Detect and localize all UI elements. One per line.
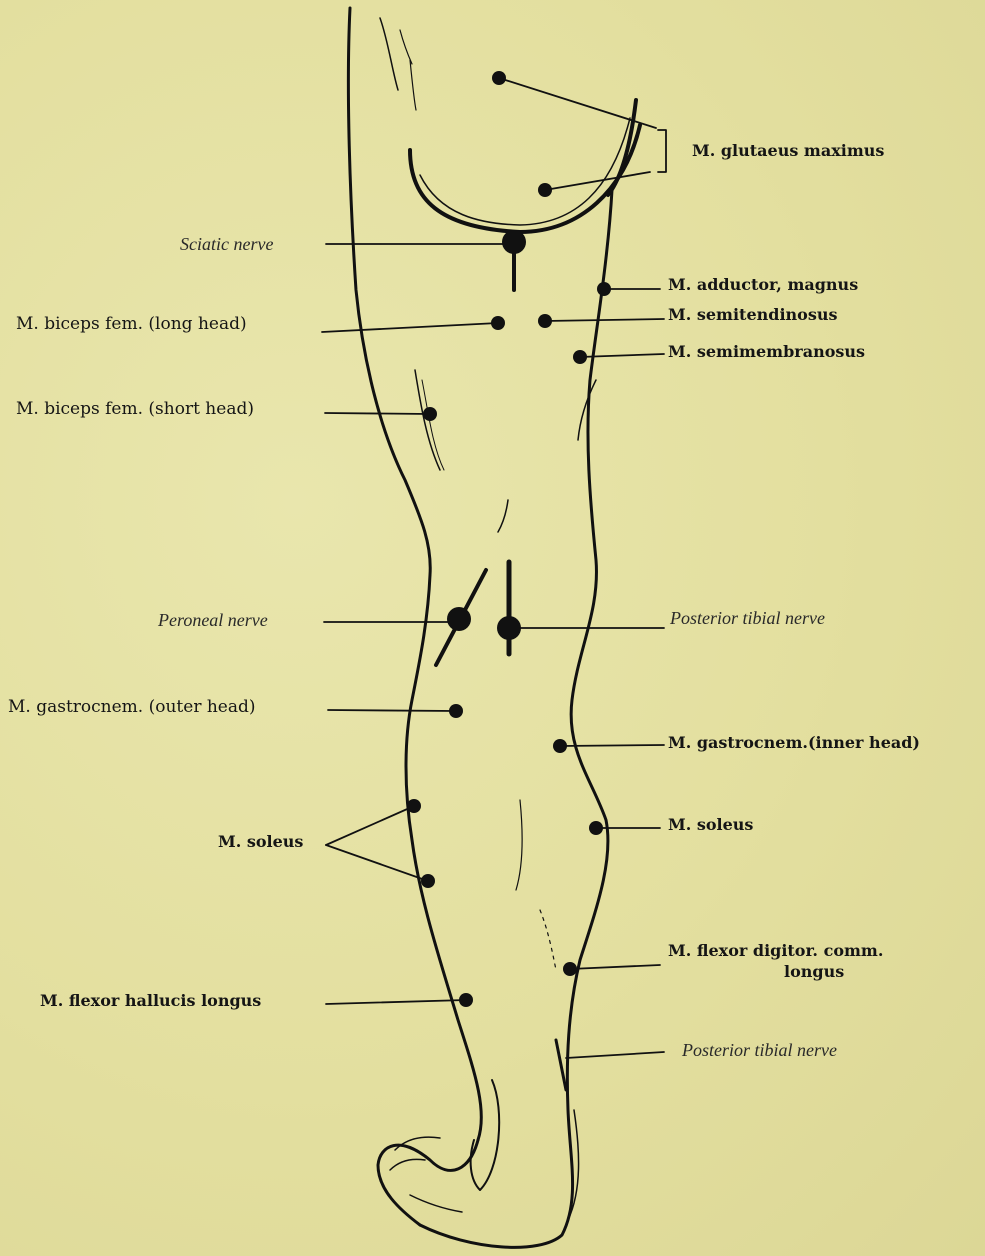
point-semitendinosus: [538, 314, 552, 328]
label-biceps-short-head: M. biceps fem. (short head): [16, 400, 254, 420]
label-biceps-long-head: M. biceps fem. (long head): [16, 315, 247, 335]
label-gastrocnem-inner-head: M. gastrocnem.(inner head): [668, 734, 920, 752]
leader-glutaeus-upper: [499, 78, 656, 128]
label-peroneal-nerve: Peroneal nerve: [158, 610, 268, 631]
leader-soleus-left-a: [326, 806, 414, 845]
leader-glutaeus-lower: [545, 172, 650, 190]
label-posterior-tibial-nerve-lower: Posterior tibial nerve: [682, 1040, 837, 1061]
point-adductor: [597, 282, 611, 296]
point-biceps-long: [491, 316, 505, 330]
label-flexor-digitor-line1: M. flexor digitor. comm.: [668, 942, 883, 960]
label-posterior-tibial-nerve-upper: Posterior tibial nerve: [670, 608, 825, 629]
point-flexor-hallucis: [459, 993, 473, 1007]
leader-gastro-inner: [560, 745, 664, 746]
label-adductor-magnus: M. adductor, magnus: [668, 276, 858, 294]
glutaeus-bracket: [658, 130, 666, 172]
label-glutaeus-maximus: M. glutaeus maximus: [692, 142, 884, 160]
label-sciatic-nerve: Sciatic nerve: [180, 234, 273, 255]
point-post-tibial-upper: [497, 616, 521, 640]
leader-biceps-short: [325, 413, 430, 414]
point-biceps-short: [423, 407, 437, 421]
leader-flexor-digitor: [570, 965, 660, 969]
leader-post-tibial-lower: [566, 1052, 664, 1058]
label-semimembranosus: M. semimembranosus: [668, 343, 865, 361]
point-gastro-outer: [449, 704, 463, 718]
point-gastro-inner: [553, 739, 567, 753]
point-soleus-right: [589, 821, 603, 835]
point-flexor-digitor: [563, 962, 577, 976]
point-peroneal: [447, 607, 471, 631]
leader-semitendinosus: [545, 319, 664, 321]
leg-inner-contour: [420, 190, 612, 1247]
label-flexor-hallucis-longus: M. flexor hallucis longus: [40, 992, 261, 1010]
label-soleus-left: M. soleus: [218, 833, 303, 851]
label-gastrocnem-outer-head: M. gastrocnem. (outer head): [8, 698, 256, 718]
label-semitendinosus: M. semitendinosus: [668, 306, 837, 324]
point-glutaeus-upper: [492, 71, 506, 85]
label-soleus-right: M. soleus: [668, 816, 753, 834]
point-soleus-left-b: [421, 874, 435, 888]
point-soleus-left-a: [407, 799, 421, 813]
leader-flexor-hallucis: [326, 1000, 466, 1004]
leader-biceps-long: [322, 323, 498, 332]
point-sciatic: [502, 230, 526, 254]
label-flexor-digitor-line2: longus: [784, 963, 844, 981]
point-glutaeus-lower: [538, 183, 552, 197]
foot-contour: [378, 1140, 478, 1225]
point-semimembranosus: [573, 350, 587, 364]
leader-gastro-outer: [328, 710, 456, 711]
